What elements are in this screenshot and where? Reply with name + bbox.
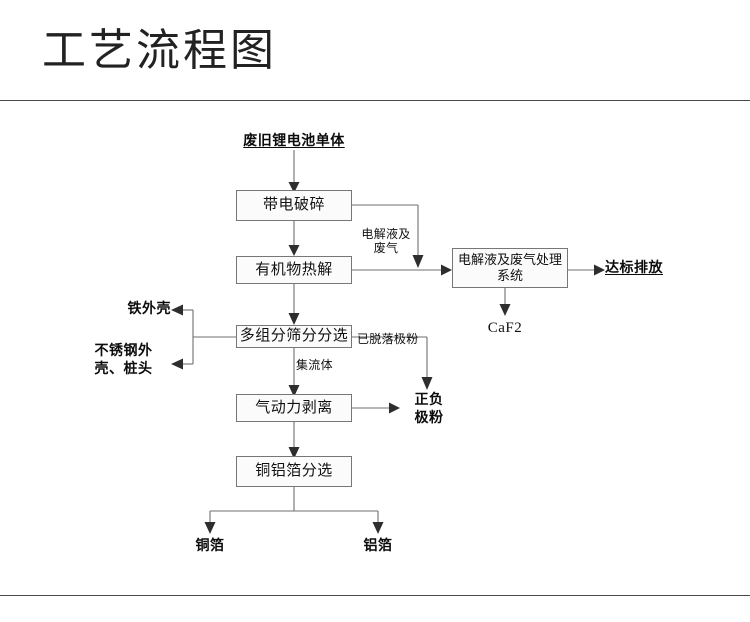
header-divider (0, 100, 750, 101)
start-node-waste-battery[interactable]: 废旧锂电池单体 (243, 134, 345, 149)
edge-label-current-collector: 集流体 (296, 358, 333, 372)
process-box-electrolyte-gas-treatment-system[interactable]: 电解液及废气处理 系统 (452, 248, 568, 288)
footer-divider (0, 595, 750, 596)
output-compliant-emission[interactable]: 达标排放 (605, 261, 663, 276)
output-electrode-powder[interactable]: 正负 极粉 (414, 393, 444, 426)
output-copper-foil[interactable]: 铜箔 (195, 539, 225, 554)
output-iron-shell[interactable]: 铁外壳 (127, 302, 171, 317)
process-box-copper-aluminum-foil-sorting[interactable]: 铜铝箔分选 (236, 456, 352, 487)
process-flow-diagram: 废旧锂电池单体 带电破碎 有机物热解 多组分筛分分选 气动力剥离 铜铝箔分选 电… (0, 100, 750, 595)
edge-label-electrolyte-and-waste-gas: 电解液及 废气 (361, 227, 411, 256)
output-aluminum-foil[interactable]: 铝箔 (363, 539, 393, 554)
output-stainless-steel-shell-posts[interactable]: 不锈钢外 壳、桩头 (94, 344, 153, 377)
process-box-pneumatic-stripping[interactable]: 气动力剥离 (236, 394, 352, 422)
output-caf2[interactable]: CaF2 (487, 320, 523, 336)
page-title: 工艺流程图 (42, 26, 277, 75)
edge-label-detached-electrode-powder: 已脱落极粉 (357, 332, 419, 346)
process-box-charged-crushing[interactable]: 带电破碎 (236, 190, 352, 221)
flow-connectors (171, 150, 605, 534)
process-box-organic-pyrolysis[interactable]: 有机物热解 (236, 256, 352, 284)
process-box-multi-component-sorting[interactable]: 多组分筛分分选 (236, 325, 352, 348)
